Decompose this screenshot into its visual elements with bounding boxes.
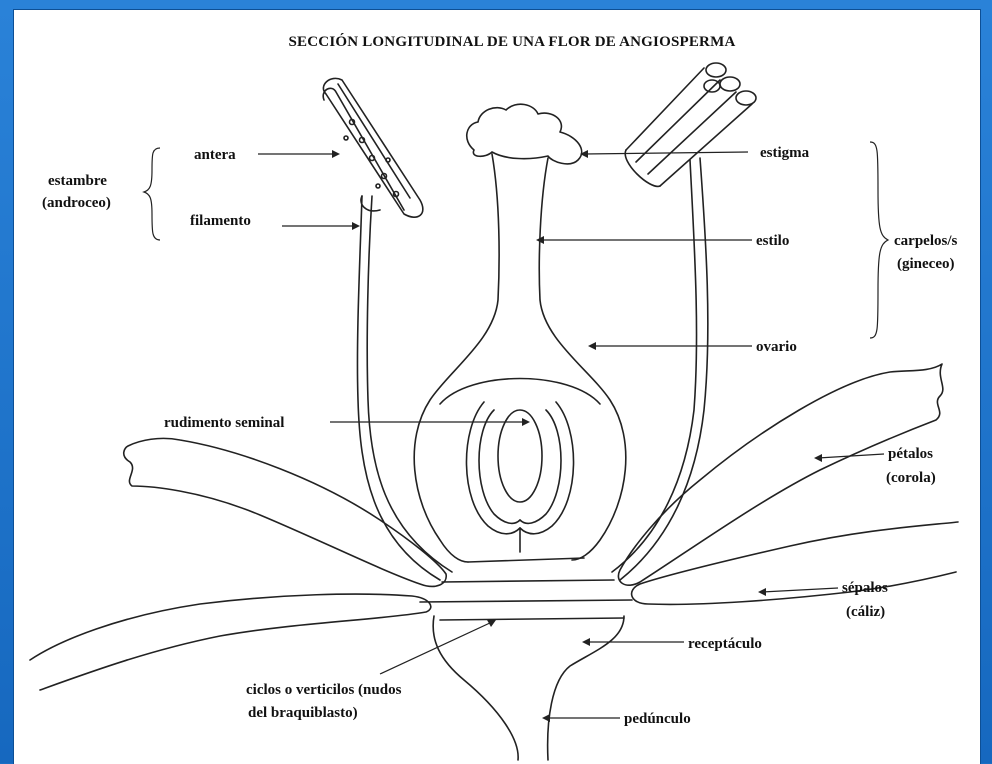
stamen-brace: [144, 148, 160, 240]
label-ovario: ovario: [756, 339, 797, 355]
label-filamento: filamento: [190, 213, 251, 229]
label-gineceo: (gineceo): [897, 256, 954, 272]
right-filament: [620, 158, 708, 580]
label-estambre: estambre: [48, 173, 107, 189]
label-corola: (corola): [886, 470, 936, 486]
label-caliz: (cáliz): [846, 604, 885, 620]
label-receptaculo: receptáculo: [688, 636, 762, 652]
ovary-chamber: [440, 379, 600, 405]
left-petal: [124, 438, 446, 586]
label-androceo: (androceo): [42, 195, 111, 211]
band-3: [440, 618, 624, 620]
pistil-outline: [414, 154, 626, 562]
label-ciclos: ciclos o verticilos (nudos: [246, 682, 402, 698]
ovary-floor: [468, 558, 584, 562]
left-filament: [357, 196, 440, 580]
diagram-title: SECCIÓN LONGITUDINAL DE UNA FLOR DE ANGI…: [289, 33, 736, 50]
band-2: [420, 600, 632, 602]
left-anther: [323, 78, 423, 217]
label-estilo: estilo: [756, 233, 789, 249]
label-estigma: estigma: [760, 145, 810, 161]
right-sepal: [632, 522, 958, 604]
label-petalos: pétalos: [888, 446, 933, 462]
left-sepal: [30, 594, 431, 690]
label-braquiblasto: del braquiblasto): [248, 705, 358, 721]
label-pedunculo: pedúnculo: [624, 711, 691, 727]
label-rudimento-seminal: rudimento seminal: [164, 415, 284, 431]
ovule: [466, 402, 573, 552]
label-sepalos: sépalos: [842, 580, 888, 596]
stigma: [467, 104, 582, 164]
label-carpelos: carpelos/s: [894, 233, 957, 249]
label-antera: antera: [194, 147, 236, 163]
band-1: [442, 580, 614, 582]
carpel-brace: [870, 142, 888, 338]
flower-drawing: [30, 63, 958, 760]
peduncle: [433, 616, 624, 760]
right-filament-inner: [612, 160, 697, 572]
